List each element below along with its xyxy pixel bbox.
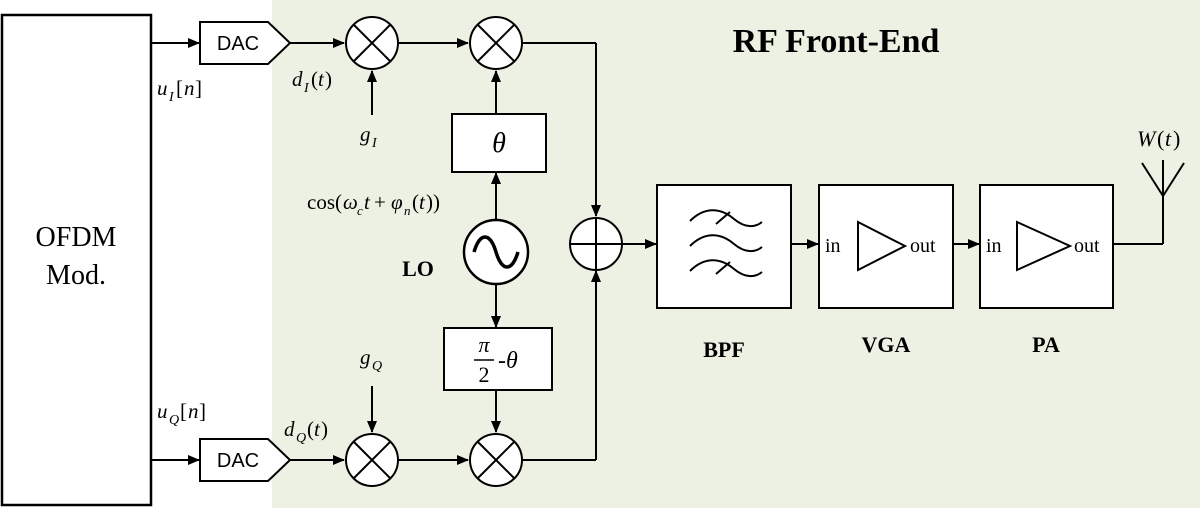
- vga-in-label: in: [825, 235, 841, 257]
- mixer-gq-icon: [345, 433, 399, 487]
- pa-out-label: out: [1074, 235, 1100, 257]
- dQ-label: d Q ( t ): [284, 417, 328, 446]
- svg-text:(: (: [311, 67, 318, 91]
- svg-text:g: g: [360, 345, 371, 369]
- svg-text:d: d: [292, 67, 303, 91]
- pa-block: in out PA: [979, 184, 1114, 357]
- svg-text:+: +: [374, 190, 386, 214]
- vga-label: VGA: [862, 332, 911, 357]
- phase-shift-quadrature-block: π 2 -θ: [443, 327, 553, 391]
- vga-amplifier-icon: [857, 220, 908, 272]
- pa-amplifier-icon: [1016, 220, 1073, 272]
- svg-text:c: c: [357, 203, 363, 218]
- svg-text:): ): [1173, 126, 1180, 151]
- antenna-icon: [1141, 160, 1185, 197]
- vga-block: in out VGA: [818, 184, 954, 357]
- lo-label: LO: [402, 256, 434, 281]
- svg-text:t: t: [364, 190, 371, 214]
- svg-text:[: [: [176, 76, 183, 100]
- svg-text:t: t: [419, 190, 426, 214]
- svg-text:I: I: [371, 136, 378, 151]
- svg-text:(: (: [1157, 126, 1164, 151]
- pa-in-label: in: [986, 235, 1002, 257]
- svg-text:W: W: [1137, 126, 1157, 151]
- bandpass-filter-icon: [689, 209, 763, 278]
- svg-text:cos(: cos(: [307, 190, 342, 214]
- svg-text:Q: Q: [296, 431, 306, 446]
- svg-text:u: u: [157, 399, 168, 423]
- uI-label: u I [ n ]: [157, 76, 202, 105]
- minus-theta-label: -θ: [498, 348, 518, 374]
- gI-label: g I: [360, 122, 378, 151]
- svg-text:u: u: [157, 76, 168, 100]
- svg-text:)): )): [426, 190, 440, 214]
- svg-text:t: t: [314, 417, 321, 441]
- theta-label: θ: [492, 128, 506, 159]
- svg-text:Q: Q: [169, 413, 179, 428]
- bpf-block: BPF: [656, 184, 792, 362]
- two-label: 2: [479, 362, 490, 387]
- svg-text:g: g: [360, 122, 371, 146]
- svg-text:): ): [321, 417, 328, 441]
- mixer-lo-q-icon: [469, 433, 523, 487]
- svg-text:d: d: [284, 417, 295, 441]
- oscillator-icon: [462, 218, 530, 286]
- bpf-label: BPF: [703, 337, 745, 362]
- vga-out-label: out: [910, 235, 936, 257]
- svg-text:n: n: [404, 203, 411, 218]
- svg-text:n: n: [188, 399, 199, 423]
- svg-text:I: I: [303, 81, 310, 96]
- svg-text:(: (: [412, 190, 419, 214]
- dI-label: d I ( t ): [292, 67, 332, 96]
- dac-i-label: DAC: [217, 33, 259, 55]
- svg-text:t: t: [1165, 126, 1172, 151]
- svg-text:): ): [325, 67, 332, 91]
- phase-shift-theta-block: θ: [451, 113, 547, 173]
- dac-q-label: DAC: [217, 450, 259, 472]
- antenna-signal-label: W ( t ): [1137, 126, 1180, 151]
- svg-text:φ: φ: [391, 190, 403, 214]
- svg-text:ω: ω: [343, 190, 358, 214]
- mixer-lo-i-icon: [469, 16, 523, 70]
- ofdm-label-line1: OFDM: [36, 222, 117, 253]
- svg-text:]: ]: [199, 399, 206, 423]
- adder-icon: [569, 217, 623, 271]
- uQ-label: u Q [ n ]: [157, 399, 206, 428]
- svg-text:]: ]: [195, 76, 202, 100]
- mixer-gi-icon: [345, 16, 399, 70]
- ofdm-modulator-block: OFDM Mod.: [0, 13, 153, 507]
- lo-expression-label: cos( ω c t + φ n ( t )): [307, 190, 440, 218]
- svg-text:Q: Q: [372, 359, 382, 374]
- dac-q-block: DAC: [199, 438, 292, 482]
- svg-text:[: [: [180, 399, 187, 423]
- pa-label: PA: [1032, 332, 1060, 357]
- svg-text:t: t: [318, 67, 325, 91]
- diagram-title: RF Front-End: [733, 23, 940, 60]
- svg-text:n: n: [184, 76, 195, 100]
- gQ-label: g Q: [360, 345, 382, 374]
- svg-text:(: (: [307, 417, 314, 441]
- dac-i-block: DAC: [199, 21, 292, 65]
- pi-label: π: [478, 332, 490, 357]
- svg-text:I: I: [168, 90, 175, 105]
- ofdm-label-line2: Mod.: [46, 260, 106, 291]
